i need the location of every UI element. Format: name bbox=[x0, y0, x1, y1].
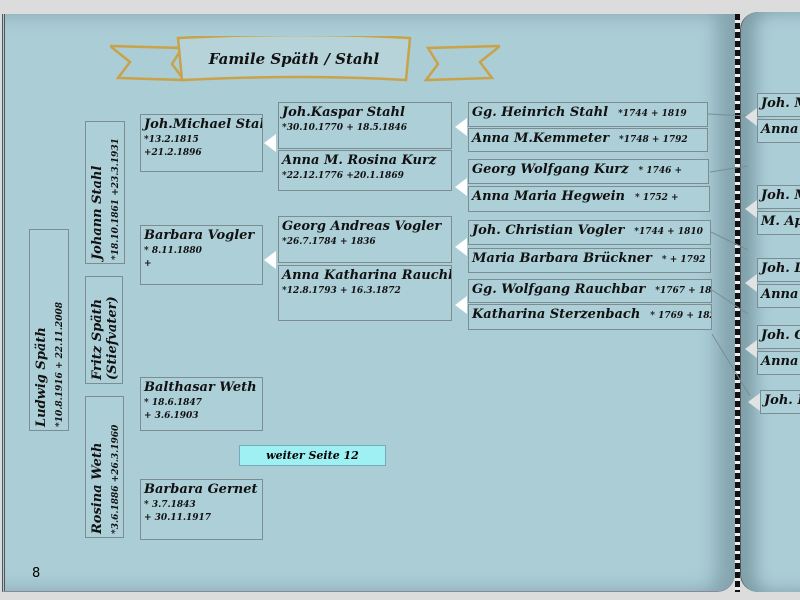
person-next-page: Joh. Lo bbox=[757, 258, 800, 282]
person-gen1: Ludwig Späth*10.8.1916 + 22.11.2008 bbox=[29, 229, 69, 431]
connector-arrow-icon bbox=[745, 274, 757, 292]
connector-arrow-icon bbox=[455, 238, 467, 256]
person-gen2-stepfather: Fritz Späth(Stiefvater) bbox=[85, 276, 123, 384]
connector-arrow-icon bbox=[264, 134, 276, 152]
person-gen5: Katharina Sterzenbach* 1769 + 1829 bbox=[468, 304, 712, 330]
page-title: Famile Späth / Stahl bbox=[208, 50, 380, 68]
person-gen5: Gg. Wolfgang Rauchbar*1767 + 1834 bbox=[468, 279, 712, 303]
person-gen5: Anna M.Kemmeter*1748 + 1792 bbox=[468, 128, 708, 152]
connector-arrow-icon bbox=[745, 200, 757, 218]
person-next-page: Anna bbox=[757, 351, 800, 375]
connector-arrow-icon bbox=[264, 251, 276, 269]
connector-lines bbox=[708, 113, 751, 397]
continued-on-page-link[interactable]: weiter Seite 12 bbox=[239, 445, 386, 466]
person-next-page: Anna K bbox=[757, 119, 800, 143]
person-next-page: Joh. P bbox=[760, 390, 800, 414]
person-gen2-father: Johann Stahl*18.10.1861 +23.3.1931 bbox=[85, 121, 125, 264]
person-next-page: Joh. M bbox=[757, 93, 800, 117]
person-gen5: Joh. Christian Vogler*1744 + 1810 bbox=[468, 220, 711, 245]
person-gen3: Barbara Gernet* 3.7.1843+ 30.11.1917 bbox=[140, 479, 263, 540]
person-next-page: Joh. C. bbox=[757, 325, 800, 349]
connector-arrow-icon bbox=[745, 340, 757, 358]
person-gen5: Maria Barbara Brückner* + 1792 bbox=[468, 248, 711, 273]
page-number: 8 bbox=[32, 566, 41, 581]
person-gen3: Balthasar Weth* 18.6.1847+ 3.6.1903 bbox=[140, 377, 263, 431]
person-next-page: Joh. M bbox=[757, 185, 800, 209]
connector-arrow-icon bbox=[455, 296, 467, 314]
person-next-page: M. Apj bbox=[757, 211, 800, 235]
person-gen5: Gg. Heinrich Stahl*1744 + 1819 bbox=[468, 102, 708, 127]
connector-arrow-icon bbox=[745, 108, 757, 126]
connector-arrow-icon bbox=[455, 118, 467, 136]
person-gen2-mother: Rosina Weth*3.6.1886 +26.3.1960 bbox=[85, 396, 124, 538]
book-spine bbox=[735, 14, 740, 592]
connector-arrow-icon bbox=[455, 178, 467, 196]
person-gen5: Anna Maria Hegwein* 1752 + bbox=[468, 186, 710, 212]
person-gen3: Joh.Michael Stahl*13.2.1815+21.2.1896 bbox=[140, 114, 263, 172]
person-gen4: Joh.Kaspar Stahl*30.10.1770 + 18.5.1846 bbox=[278, 102, 452, 149]
person-gen4: Georg Andreas Vogler*26.7.1784 + 1836 bbox=[278, 216, 452, 263]
person-gen3: Barbara Vogler* 8.11.1880+ bbox=[140, 225, 263, 285]
connector-arrow-icon bbox=[748, 393, 760, 411]
person-gen4: Anna M. Rosina Kurz*22.12.1776 +20.1.186… bbox=[278, 150, 452, 191]
person-gen5: Georg Wolfgang Kurz* 1746 + bbox=[468, 159, 709, 184]
person-gen4: Anna Katharina Rauchbar*12.8.1793 + 16.3… bbox=[278, 265, 452, 321]
title-banner bbox=[110, 36, 500, 82]
person-next-page: Anna bbox=[757, 284, 800, 308]
